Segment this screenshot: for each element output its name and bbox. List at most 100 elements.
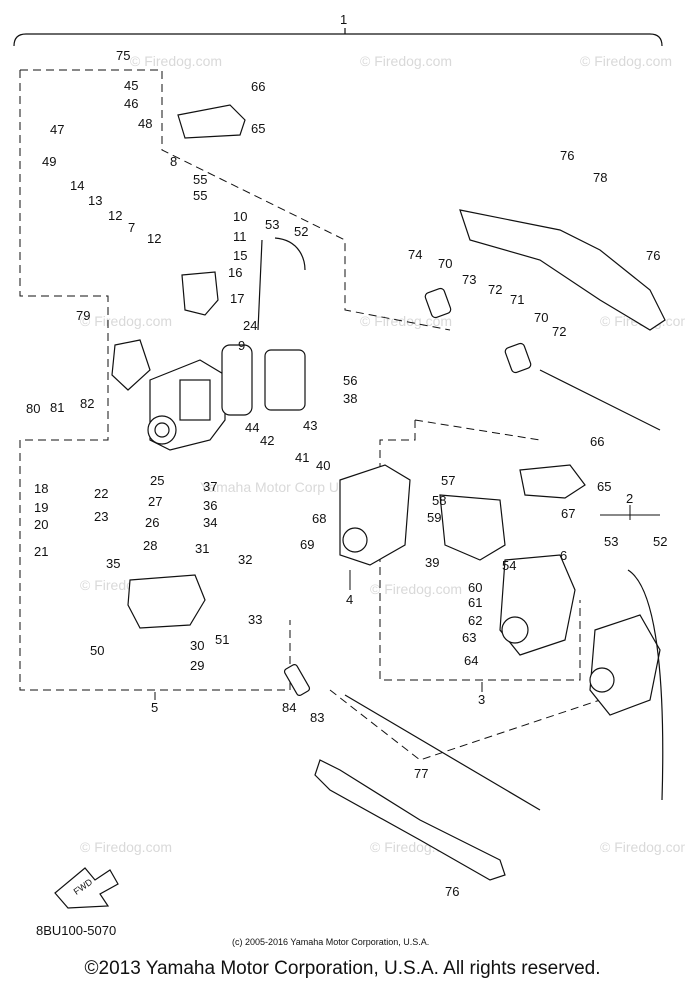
part-label: 12: [108, 208, 122, 223]
part-label: 77: [414, 766, 428, 781]
throttle-shaft: [344, 694, 541, 811]
part-label: 73: [462, 272, 476, 287]
part-label: 74: [408, 247, 422, 262]
part-label: 26: [145, 515, 159, 530]
watermark: © Firedog.com: [80, 313, 172, 329]
forward-arrow-icon: FWD: [54, 867, 119, 909]
part-label: 76: [646, 248, 660, 263]
part-label: 35: [106, 556, 120, 571]
group-leaders: [154, 505, 660, 700]
part-label: 72: [552, 324, 566, 339]
part-label: 55: [193, 188, 207, 203]
watermark: © Firedog.com: [80, 839, 172, 855]
top-cover: [177, 104, 246, 139]
part-label: 9: [238, 338, 245, 353]
part-label: 39: [425, 555, 439, 570]
right-carburetor: [499, 464, 586, 656]
part-number: 8BU100-5070: [36, 923, 116, 938]
part-label: 76: [445, 884, 459, 899]
part-label: 55: [193, 172, 207, 187]
part-label: 66: [590, 434, 604, 449]
part-label: 50: [90, 643, 104, 658]
watermark: © Firedog.com: [600, 839, 685, 855]
part-label: 42: [260, 433, 274, 448]
copyright-footer: ©2013 Yamaha Motor Corporation, U.S.A. A…: [84, 958, 601, 979]
parts-diagram: © Firedog.com © Firedog.com © Firedog.co…: [13, 12, 685, 947]
part-label: 40: [316, 458, 330, 473]
part-label: 19: [34, 500, 48, 515]
part-label: 45: [124, 78, 138, 93]
part-label: 62: [468, 613, 482, 628]
group-label-3: 3: [478, 692, 485, 707]
part-drawings: [111, 104, 666, 881]
part-label: 29: [190, 658, 204, 673]
lower-bracket: [314, 759, 506, 881]
slide-cover: [181, 271, 219, 316]
part-label: 28: [143, 538, 157, 553]
vent-hose: [627, 569, 664, 801]
part-label: 49: [42, 154, 56, 169]
part-label: 69: [300, 537, 314, 552]
part-label: 36: [203, 498, 217, 513]
part-label: 8: [170, 154, 177, 169]
part-label: 72: [488, 282, 502, 297]
assembly-number: 1: [340, 12, 347, 27]
part-label: 23: [94, 509, 108, 524]
part-label: 66: [251, 79, 265, 94]
part-label: 57: [441, 473, 455, 488]
part-label: 31: [195, 541, 209, 556]
watermark: © Firedog.com: [130, 53, 222, 69]
part-label: 15: [233, 248, 247, 263]
part-label: 68: [312, 511, 326, 526]
part-label: 59: [427, 510, 441, 525]
part-label: 38: [343, 391, 357, 406]
part-label: 6: [560, 548, 567, 563]
part-label: 46: [124, 96, 138, 111]
part-label: 24: [243, 318, 257, 333]
part-label: 33: [248, 612, 262, 627]
part-label: 22: [94, 486, 108, 501]
part-label: 80: [26, 401, 40, 416]
part-label: 43: [303, 418, 317, 433]
part-label: 20: [34, 517, 48, 532]
part-label: 84: [282, 700, 296, 715]
vent-pipe: [539, 369, 661, 431]
part-label: 14: [70, 178, 84, 193]
part-label: 78: [593, 170, 607, 185]
part-label: 32: [238, 552, 252, 567]
dashed-boundaries: [19, 69, 601, 761]
part-label: 82: [80, 396, 94, 411]
group-label-5: 5: [151, 700, 158, 715]
part-label: 52: [294, 224, 308, 239]
fuel-rail-bracket: [459, 209, 666, 331]
part-label: 53: [604, 534, 618, 549]
part-label: 18: [34, 481, 48, 496]
part-label: 21: [34, 544, 48, 559]
watermark: © Firedog.com: [360, 53, 452, 69]
part-label: 76: [560, 148, 574, 163]
part-label: 70: [534, 310, 548, 325]
part-label: 47: [50, 122, 64, 137]
part-label: 27: [148, 494, 162, 509]
part-label: 63: [462, 630, 476, 645]
part-label: 70: [438, 256, 452, 271]
part-label: 81: [50, 400, 64, 415]
float-bowl: [127, 574, 206, 629]
part-label: 65: [597, 479, 611, 494]
diaphragm-housing: [264, 349, 306, 411]
watermark: © Firedog.com: [370, 581, 462, 597]
left-carburetor: [111, 339, 226, 451]
part-label: 7: [128, 220, 135, 235]
part-label: 16: [228, 265, 242, 280]
part-label: 71: [510, 292, 524, 307]
hose: [257, 237, 306, 331]
part-label: 65: [251, 121, 265, 136]
part-label: 41: [295, 450, 309, 465]
center-carburetor: [339, 464, 506, 566]
assembly-bracket: [13, 28, 663, 47]
part-label: 75: [116, 48, 130, 63]
group-label-2: 2: [626, 491, 633, 506]
part-label: 53: [265, 217, 279, 232]
part-label: 44: [245, 420, 259, 435]
joint-pipes: [424, 287, 532, 374]
